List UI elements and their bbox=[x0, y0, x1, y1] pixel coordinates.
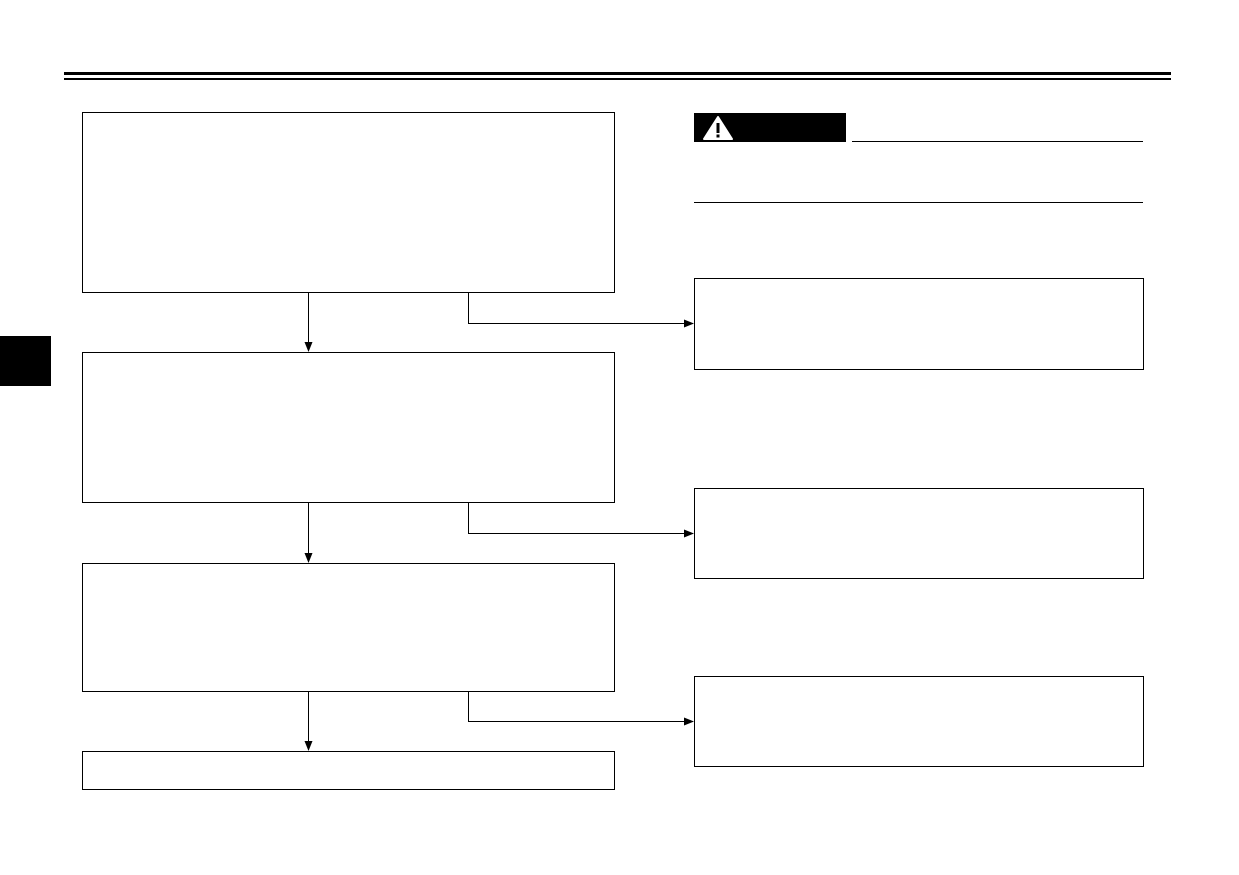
warning-label bbox=[694, 113, 846, 142]
arrow-step1-to-outcome1 bbox=[468, 293, 694, 328]
outcome-box-1 bbox=[694, 278, 1144, 370]
outcome-box-3 bbox=[694, 676, 1144, 767]
arrow-step2-to-outcome2 bbox=[468, 503, 694, 538]
warning-rule-top bbox=[852, 141, 1143, 142]
header-rule-thick bbox=[64, 72, 1171, 75]
arrow-step3-to-outcome3 bbox=[468, 692, 694, 726]
warning-rule-bottom bbox=[694, 202, 1143, 203]
flow-step-4 bbox=[82, 751, 615, 790]
flow-step-1 bbox=[82, 112, 615, 293]
warning-triangle-icon bbox=[703, 116, 733, 140]
chapter-tab bbox=[0, 336, 51, 386]
header-rule-thin bbox=[64, 78, 1171, 80]
flow-step-2 bbox=[82, 352, 615, 503]
outcome-box-2 bbox=[694, 488, 1144, 579]
flow-step-3 bbox=[82, 563, 615, 692]
